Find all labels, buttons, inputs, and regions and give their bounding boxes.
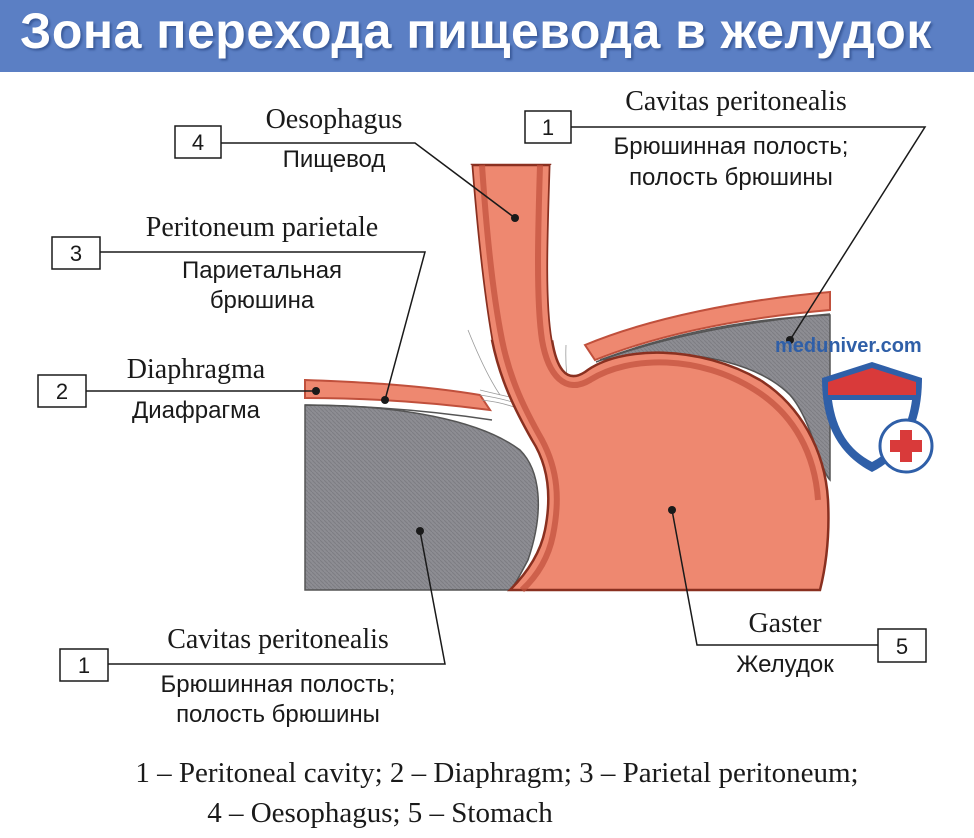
svg-text:5: 5 [896,634,908,659]
label-peritoneum-russian-1: Париетальная [182,257,342,284]
caption-line-2: 4 – Oesophagus; 5 – Stomach [207,797,553,829]
label-cavitas-top-russian-2: полость брюшины [629,164,833,191]
title-bar: Зона перехода пищевода в желудок [0,0,974,72]
label-cavitas-bottom-latin: Cavitas peritonealis [167,624,389,655]
label-oesophagus-russian: Пищевод [283,146,386,173]
shield-logo-icon [822,362,934,474]
label-cavitas-bottom-russian-2: полость брюшины [176,701,380,728]
number-box-2: 2 [37,374,87,408]
leader-lines [85,126,927,665]
watermark-text: meduniver.com [775,335,922,357]
label-gaster-latin: Gaster [748,608,822,639]
number-box-1-bottom: 1 [59,648,109,682]
diaphragm-right [583,290,831,362]
label-cavitas-bottom-russian-1: Брюшинная полость; [161,671,396,698]
label-diaphragma-russian: Диафрагма [132,397,261,424]
svg-text:2: 2 [56,379,68,404]
label-diaphragma-latin: Diaphragma [127,354,266,385]
label-cavitas-top-latin: Cavitas peritonealis [625,86,847,117]
page-title: Зона перехода пищевода в желудок [20,3,932,59]
number-box-3: 3 [51,236,101,270]
number-box-1-top: 1 [524,110,572,144]
label-cavitas-top-russian-1: Брюшинная полость; [614,133,849,160]
number-box-5: 5 [877,628,927,663]
label-gaster-russian: Желудок [736,651,834,678]
peritoneal-cavity-left [304,404,540,591]
diaphragm-left [304,378,493,412]
oesophagus-stomach [470,163,830,592]
svg-text:1: 1 [78,653,90,678]
leader-dots [312,214,794,535]
svg-text:1: 1 [542,115,554,140]
label-oesophagus-latin: Oesophagus [266,104,403,135]
number-box-4: 4 [174,125,222,159]
caption-line-1: 1 – Peritoneal cavity; 2 – Diaphragm; 3 … [135,757,858,789]
label-peritoneum-latin: Peritoneum parietale [146,212,378,243]
label-peritoneum-russian-2: брюшина [210,287,315,314]
svg-text:3: 3 [70,241,82,266]
svg-text:4: 4 [192,130,204,155]
